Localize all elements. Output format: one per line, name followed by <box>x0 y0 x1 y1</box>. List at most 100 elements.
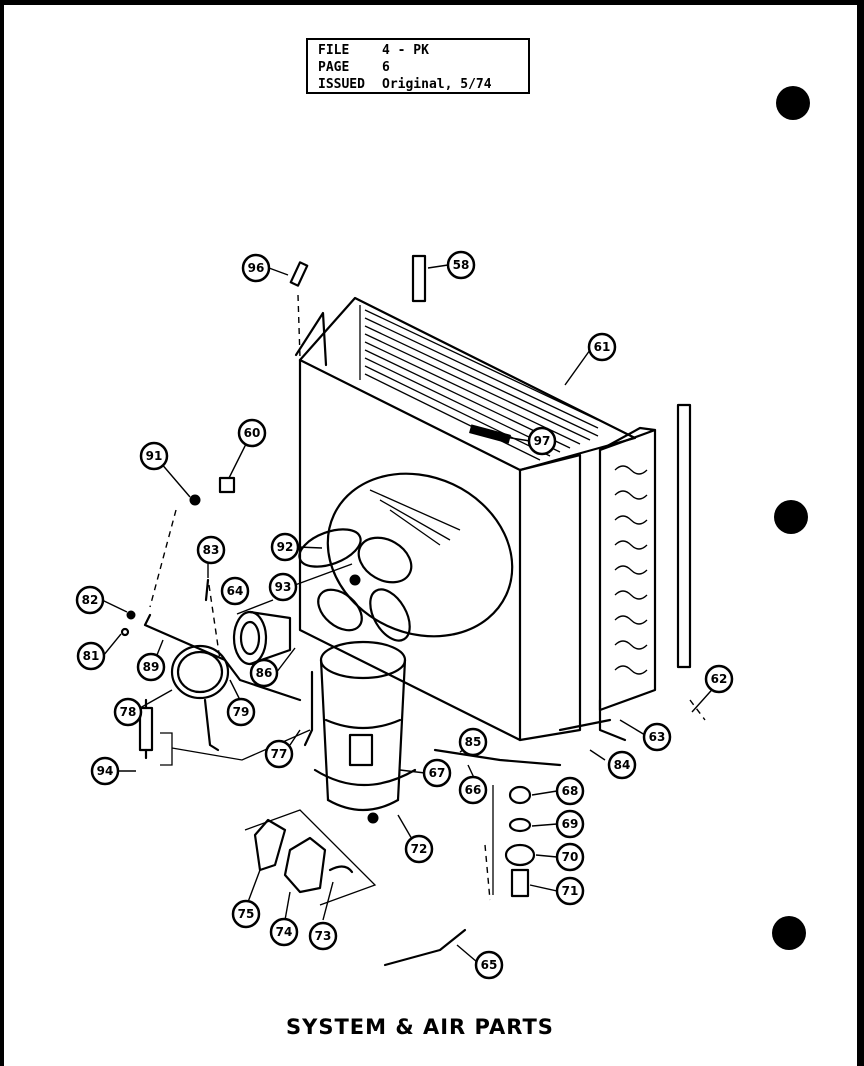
base-bolt <box>367 812 379 824</box>
svg-text:69: 69 <box>562 817 579 831</box>
washer-81 <box>120 627 130 637</box>
issued-value: Original, 5/74 <box>382 77 492 92</box>
binder-hole-bottom <box>772 916 806 950</box>
page-row: PAGE 6 <box>318 59 518 76</box>
condenser-coil <box>598 426 657 712</box>
callout-67: 67 <box>422 758 452 788</box>
callout-84: 84 <box>607 750 637 780</box>
svg-text:96: 96 <box>248 261 265 275</box>
right-edge <box>857 0 864 1066</box>
svg-text:83: 83 <box>203 543 220 557</box>
file-info-box: FILE 4 - PK PAGE 6 ISSUED Original, 5/74 <box>306 38 530 94</box>
file-value: 4 - PK <box>382 43 429 58</box>
callout-63: 63 <box>642 722 672 752</box>
callout-83: 83 <box>196 535 226 565</box>
callout-66: 66 <box>458 775 488 805</box>
callout-85: 85 <box>458 727 488 757</box>
svg-text:94: 94 <box>97 764 114 778</box>
top-bracket <box>411 254 427 303</box>
tube-84 <box>558 718 612 732</box>
binder-hole-top <box>776 86 810 120</box>
svg-text:85: 85 <box>465 735 482 749</box>
callout-75: 75 <box>231 899 261 929</box>
top-edge <box>0 0 864 5</box>
callout-69: 69 <box>555 809 585 839</box>
svg-text:75: 75 <box>238 907 255 921</box>
svg-text:62: 62 <box>711 672 728 686</box>
motor-mount-ring <box>170 644 230 752</box>
callout-79: 79 <box>226 697 256 727</box>
fan-blade <box>298 528 413 642</box>
svg-text:77: 77 <box>271 747 288 761</box>
fan-motor <box>232 610 292 666</box>
svg-text:73: 73 <box>315 929 332 943</box>
tube-85 <box>433 748 562 767</box>
svg-text:66: 66 <box>465 783 482 797</box>
tube-63 <box>598 698 627 742</box>
svg-text:68: 68 <box>562 784 579 798</box>
svg-text:70: 70 <box>562 850 579 864</box>
screw-83 <box>204 578 210 602</box>
tube-65 <box>383 928 467 967</box>
callout-58: 58 <box>446 250 476 280</box>
callout-68: 68 <box>555 776 585 806</box>
svg-text:97: 97 <box>534 434 551 448</box>
svg-text:79: 79 <box>233 705 250 719</box>
svg-text:71: 71 <box>562 884 579 898</box>
callout-77: 77 <box>264 739 294 769</box>
callout-94: 94 <box>90 756 120 786</box>
callout-61: 61 <box>587 332 617 362</box>
svg-text:60: 60 <box>244 426 261 440</box>
svg-text:82: 82 <box>82 593 99 607</box>
callout-78: 78 <box>113 697 143 727</box>
issued-row: ISSUED Original, 5/74 <box>318 76 518 93</box>
screw-91 <box>189 494 201 506</box>
svg-text:81: 81 <box>83 649 100 663</box>
nut-82 <box>126 610 136 620</box>
callout-74: 74 <box>269 917 299 947</box>
callout-86: 86 <box>249 658 279 688</box>
callout-82a: 82 <box>75 585 105 615</box>
svg-text:91: 91 <box>146 449 163 463</box>
file-label: FILE <box>318 43 350 58</box>
page-value: 6 <box>382 60 390 75</box>
callout-81: 81 <box>76 641 106 671</box>
svg-text:74: 74 <box>276 925 293 939</box>
callout-89: 89 <box>136 652 166 682</box>
svg-text:64: 64 <box>227 584 244 598</box>
callout-92: 92 <box>270 532 300 562</box>
svg-text:84: 84 <box>614 758 631 772</box>
svg-text:78: 78 <box>120 705 137 719</box>
callout-62: 62 <box>704 664 734 694</box>
spacer-90 <box>218 476 236 494</box>
svg-text:65: 65 <box>481 958 498 972</box>
svg-text:67: 67 <box>429 766 446 780</box>
callout-97: 97 <box>527 426 557 456</box>
callout-60: 60 <box>237 418 267 448</box>
callout-96: 96 <box>241 253 271 283</box>
svg-text:89: 89 <box>143 660 160 674</box>
issued-label: ISSUED <box>318 77 365 92</box>
valve-stack <box>492 785 536 898</box>
svg-text:93: 93 <box>275 580 292 594</box>
callout-70: 70 <box>555 842 585 872</box>
label-plate <box>469 424 511 444</box>
diagram-title: SYSTEM & AIR PARTS <box>286 1015 554 1039</box>
callout-71: 71 <box>555 876 585 906</box>
gasket-strip <box>289 261 309 287</box>
callout-64: 64 <box>220 576 250 606</box>
callout-72: 72 <box>404 834 434 864</box>
binder-hole-middle <box>774 500 808 534</box>
svg-text:92: 92 <box>277 540 294 554</box>
page-label: PAGE <box>318 60 350 75</box>
callout-73: 73 <box>308 921 338 951</box>
left-edge <box>0 0 4 1066</box>
svg-text:58: 58 <box>453 258 470 272</box>
svg-text:72: 72 <box>411 842 428 856</box>
file-row: FILE 4 - PK <box>318 42 518 59</box>
fan-opening <box>326 472 514 638</box>
grille-lines <box>359 305 599 461</box>
callout-91: 91 <box>139 441 169 471</box>
compressor-base <box>313 768 417 786</box>
